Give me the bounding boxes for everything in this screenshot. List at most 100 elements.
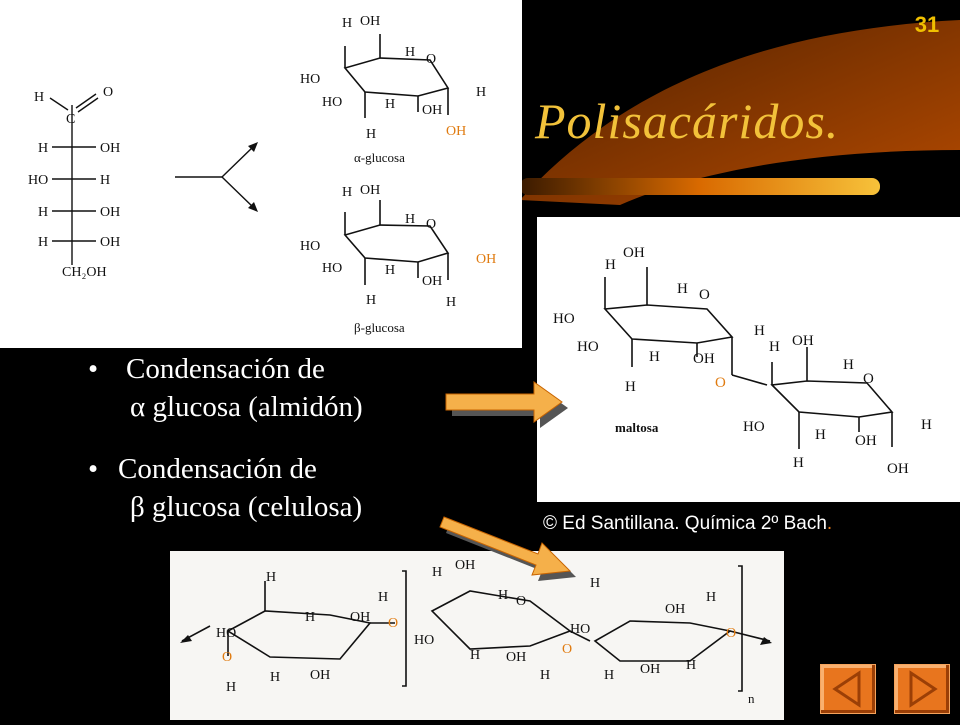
svg-text:O: O <box>388 616 398 631</box>
svg-text:HO: HO <box>28 173 48 188</box>
svg-text:H: H <box>38 141 48 156</box>
svg-text:H: H <box>366 293 376 308</box>
svg-text:HO: HO <box>743 419 765 435</box>
svg-text:H: H <box>843 357 854 373</box>
svg-text:H: H <box>405 45 415 60</box>
svg-text:H: H <box>754 323 765 339</box>
svg-text:O: O <box>426 217 436 232</box>
alpha-glucose-label: α-glucosa <box>354 150 405 165</box>
svg-text:OH: OH <box>350 610 370 625</box>
svg-text:H: H <box>470 648 480 663</box>
svg-text:OH: OH <box>855 433 877 449</box>
svg-text:H: H <box>498 588 508 603</box>
slide-number: 31 <box>914 12 940 37</box>
beta-glucose-label: β-glucosa <box>354 320 405 335</box>
svg-text:H: H <box>305 610 315 625</box>
svg-text:H: H <box>706 590 716 605</box>
bullet-alpha: • Condensación de α glucosa (almidón) <box>88 350 363 426</box>
svg-text:HO: HO <box>300 239 320 254</box>
svg-text:H: H <box>385 97 395 112</box>
svg-text:H: H <box>815 427 826 443</box>
svg-text:HO: HO <box>300 72 320 87</box>
svg-text:H: H <box>405 212 415 227</box>
branch-arrow <box>175 144 256 210</box>
ch2oh-label: CH₂OH <box>62 265 107 280</box>
svg-text:H: H <box>342 16 352 31</box>
credit-caption: © Ed Santillana. Química 2º Bach. <box>543 513 832 535</box>
bullet-beta-line2: β glucosa (celulosa) <box>130 491 363 523</box>
beta-glucose-ring <box>343 200 450 285</box>
bullet-dot: • <box>88 453 99 485</box>
bullet-beta-line1: Condensación de <box>118 453 317 485</box>
svg-text:O: O <box>426 52 436 67</box>
bullet-beta: • Condensación de β glucosa (celulosa) <box>88 450 362 526</box>
svg-text:H: H <box>226 680 236 695</box>
svg-text:H: H <box>476 85 486 100</box>
svg-text:H: H <box>100 173 110 188</box>
triangle-left-icon <box>832 670 861 708</box>
aldehyde-h: H <box>34 90 44 105</box>
svg-text:H: H <box>385 263 395 278</box>
svg-text:H: H <box>590 576 600 591</box>
alpha-glucose-ring <box>343 34 450 118</box>
svg-text:H: H <box>432 565 442 580</box>
svg-text:OH: OH <box>506 650 526 665</box>
svg-text:HO: HO <box>570 622 590 637</box>
bullet-alpha-line1: Condensación de <box>126 353 325 385</box>
svg-text:H: H <box>266 570 276 585</box>
svg-text:O: O <box>222 650 232 665</box>
svg-text:H: H <box>921 417 932 433</box>
triangle-right-icon <box>909 670 938 708</box>
svg-text:HO: HO <box>322 95 342 110</box>
svg-text:H: H <box>366 127 376 142</box>
svg-text:OH: OH <box>100 205 120 220</box>
arrow-to-maltose-icon <box>445 381 568 428</box>
svg-text:O: O <box>516 594 526 609</box>
svg-text:HO: HO <box>577 339 599 355</box>
svg-text:H: H <box>686 658 696 673</box>
svg-text:O: O <box>699 287 710 303</box>
open-chain-glucose <box>49 93 99 265</box>
previous-slide-button[interactable] <box>820 664 876 714</box>
svg-text:H: H <box>342 185 352 200</box>
polymer-n: n <box>748 691 755 706</box>
svg-text:OH: OH <box>100 235 120 250</box>
svg-text:H: H <box>540 668 550 683</box>
svg-text:OH: OH <box>422 103 442 118</box>
svg-text:OH: OH <box>310 668 330 683</box>
svg-text:H: H <box>769 339 780 355</box>
svg-text:H: H <box>270 670 280 685</box>
next-slide-button[interactable] <box>894 664 950 714</box>
svg-text:H: H <box>625 379 636 395</box>
svg-text:HO: HO <box>553 311 575 327</box>
svg-text:OH: OH <box>693 351 715 367</box>
arrow-to-cellulose-icon <box>439 516 576 581</box>
maltose-label: maltosa <box>615 420 659 435</box>
credit-period: . <box>826 513 833 534</box>
svg-text:OH: OH <box>887 461 909 477</box>
svg-text:OH: OH <box>665 602 685 617</box>
svg-text:OH: OH <box>360 183 380 198</box>
svg-text:H: H <box>38 235 48 250</box>
svg-text:OH: OH <box>446 124 466 139</box>
svg-text:O: O <box>715 375 726 391</box>
svg-text:OH: OH <box>476 252 496 267</box>
svg-text:O: O <box>726 626 736 641</box>
svg-text:OH: OH <box>422 274 442 289</box>
bullet-alpha-line2: α glucosa (almidón) <box>130 391 363 423</box>
slide-title: Polisacáridos. <box>535 93 840 149</box>
svg-text:OH: OH <box>100 141 120 156</box>
bullet-dot: • <box>88 353 99 385</box>
svg-text:HO: HO <box>216 626 236 641</box>
svg-text:H: H <box>604 668 614 683</box>
svg-text:H: H <box>378 590 388 605</box>
svg-text:OH: OH <box>640 662 660 677</box>
svg-text:H: H <box>649 349 660 365</box>
svg-text:H: H <box>38 205 48 220</box>
svg-text:O: O <box>863 371 874 387</box>
carbon-c: C <box>66 112 75 127</box>
svg-text:OH: OH <box>623 245 645 261</box>
svg-text:H: H <box>677 281 688 297</box>
